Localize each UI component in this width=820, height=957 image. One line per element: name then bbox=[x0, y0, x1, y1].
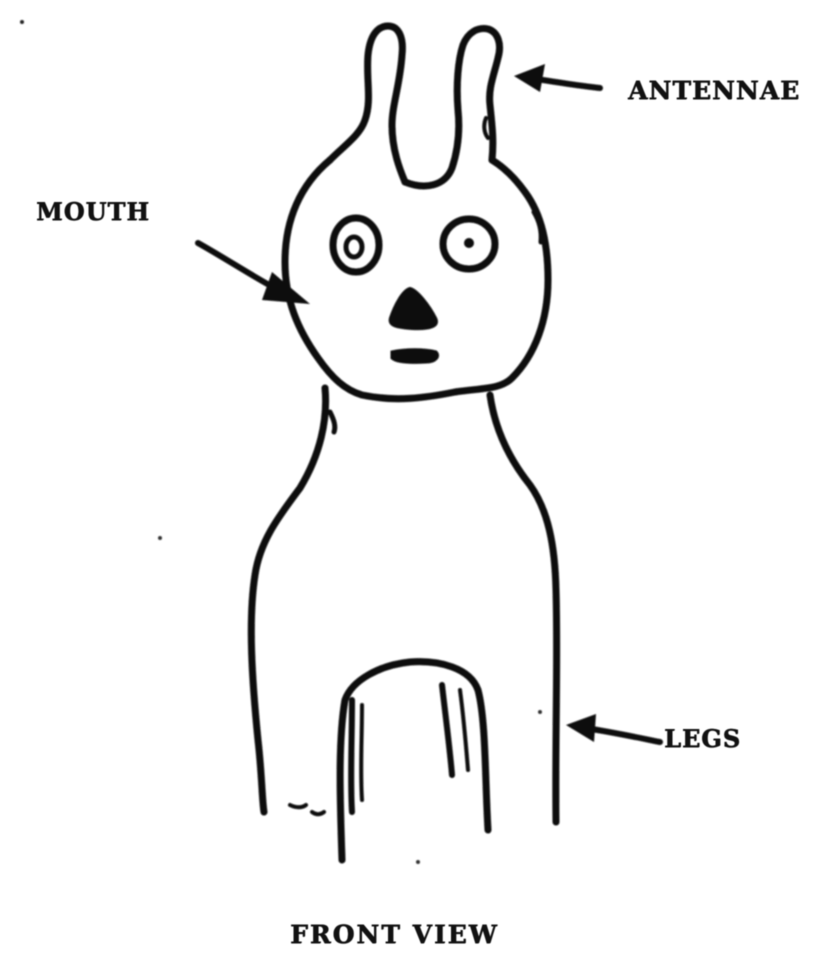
legs-arrow-line bbox=[585, 728, 660, 742]
body-left-side bbox=[251, 388, 325, 812]
speck bbox=[416, 860, 420, 864]
left-eye-outer bbox=[333, 218, 379, 272]
diagram-caption: FRONT VIEW bbox=[290, 920, 499, 949]
left-antenna bbox=[330, 26, 405, 182]
speck bbox=[158, 536, 162, 540]
nose bbox=[390, 288, 437, 329]
speck bbox=[538, 710, 542, 714]
antenna-mark bbox=[484, 118, 488, 138]
mouth-label: MOUTH bbox=[36, 197, 150, 226]
left-eye-pupil bbox=[346, 237, 362, 257]
antennae-arrow-head bbox=[514, 64, 545, 92]
right-eye-pupil bbox=[464, 238, 474, 248]
legs-label: LEGS bbox=[664, 724, 741, 753]
neck-mark bbox=[330, 412, 335, 432]
right-leg-inner-line bbox=[442, 685, 452, 775]
legs-arrow-head bbox=[566, 714, 596, 742]
antennae-label: ANTENNAE bbox=[628, 76, 800, 105]
right-leg-inner-line-2 bbox=[460, 690, 468, 770]
left-leg-inner-line bbox=[351, 700, 352, 812]
left-leg-inner-line-2 bbox=[361, 705, 362, 800]
mouth bbox=[392, 350, 438, 363]
foot-mark-2 bbox=[312, 812, 324, 814]
foot-mark bbox=[290, 805, 306, 807]
body-right-side bbox=[490, 395, 557, 822]
right-antenna bbox=[405, 29, 500, 186]
speck bbox=[20, 20, 24, 24]
